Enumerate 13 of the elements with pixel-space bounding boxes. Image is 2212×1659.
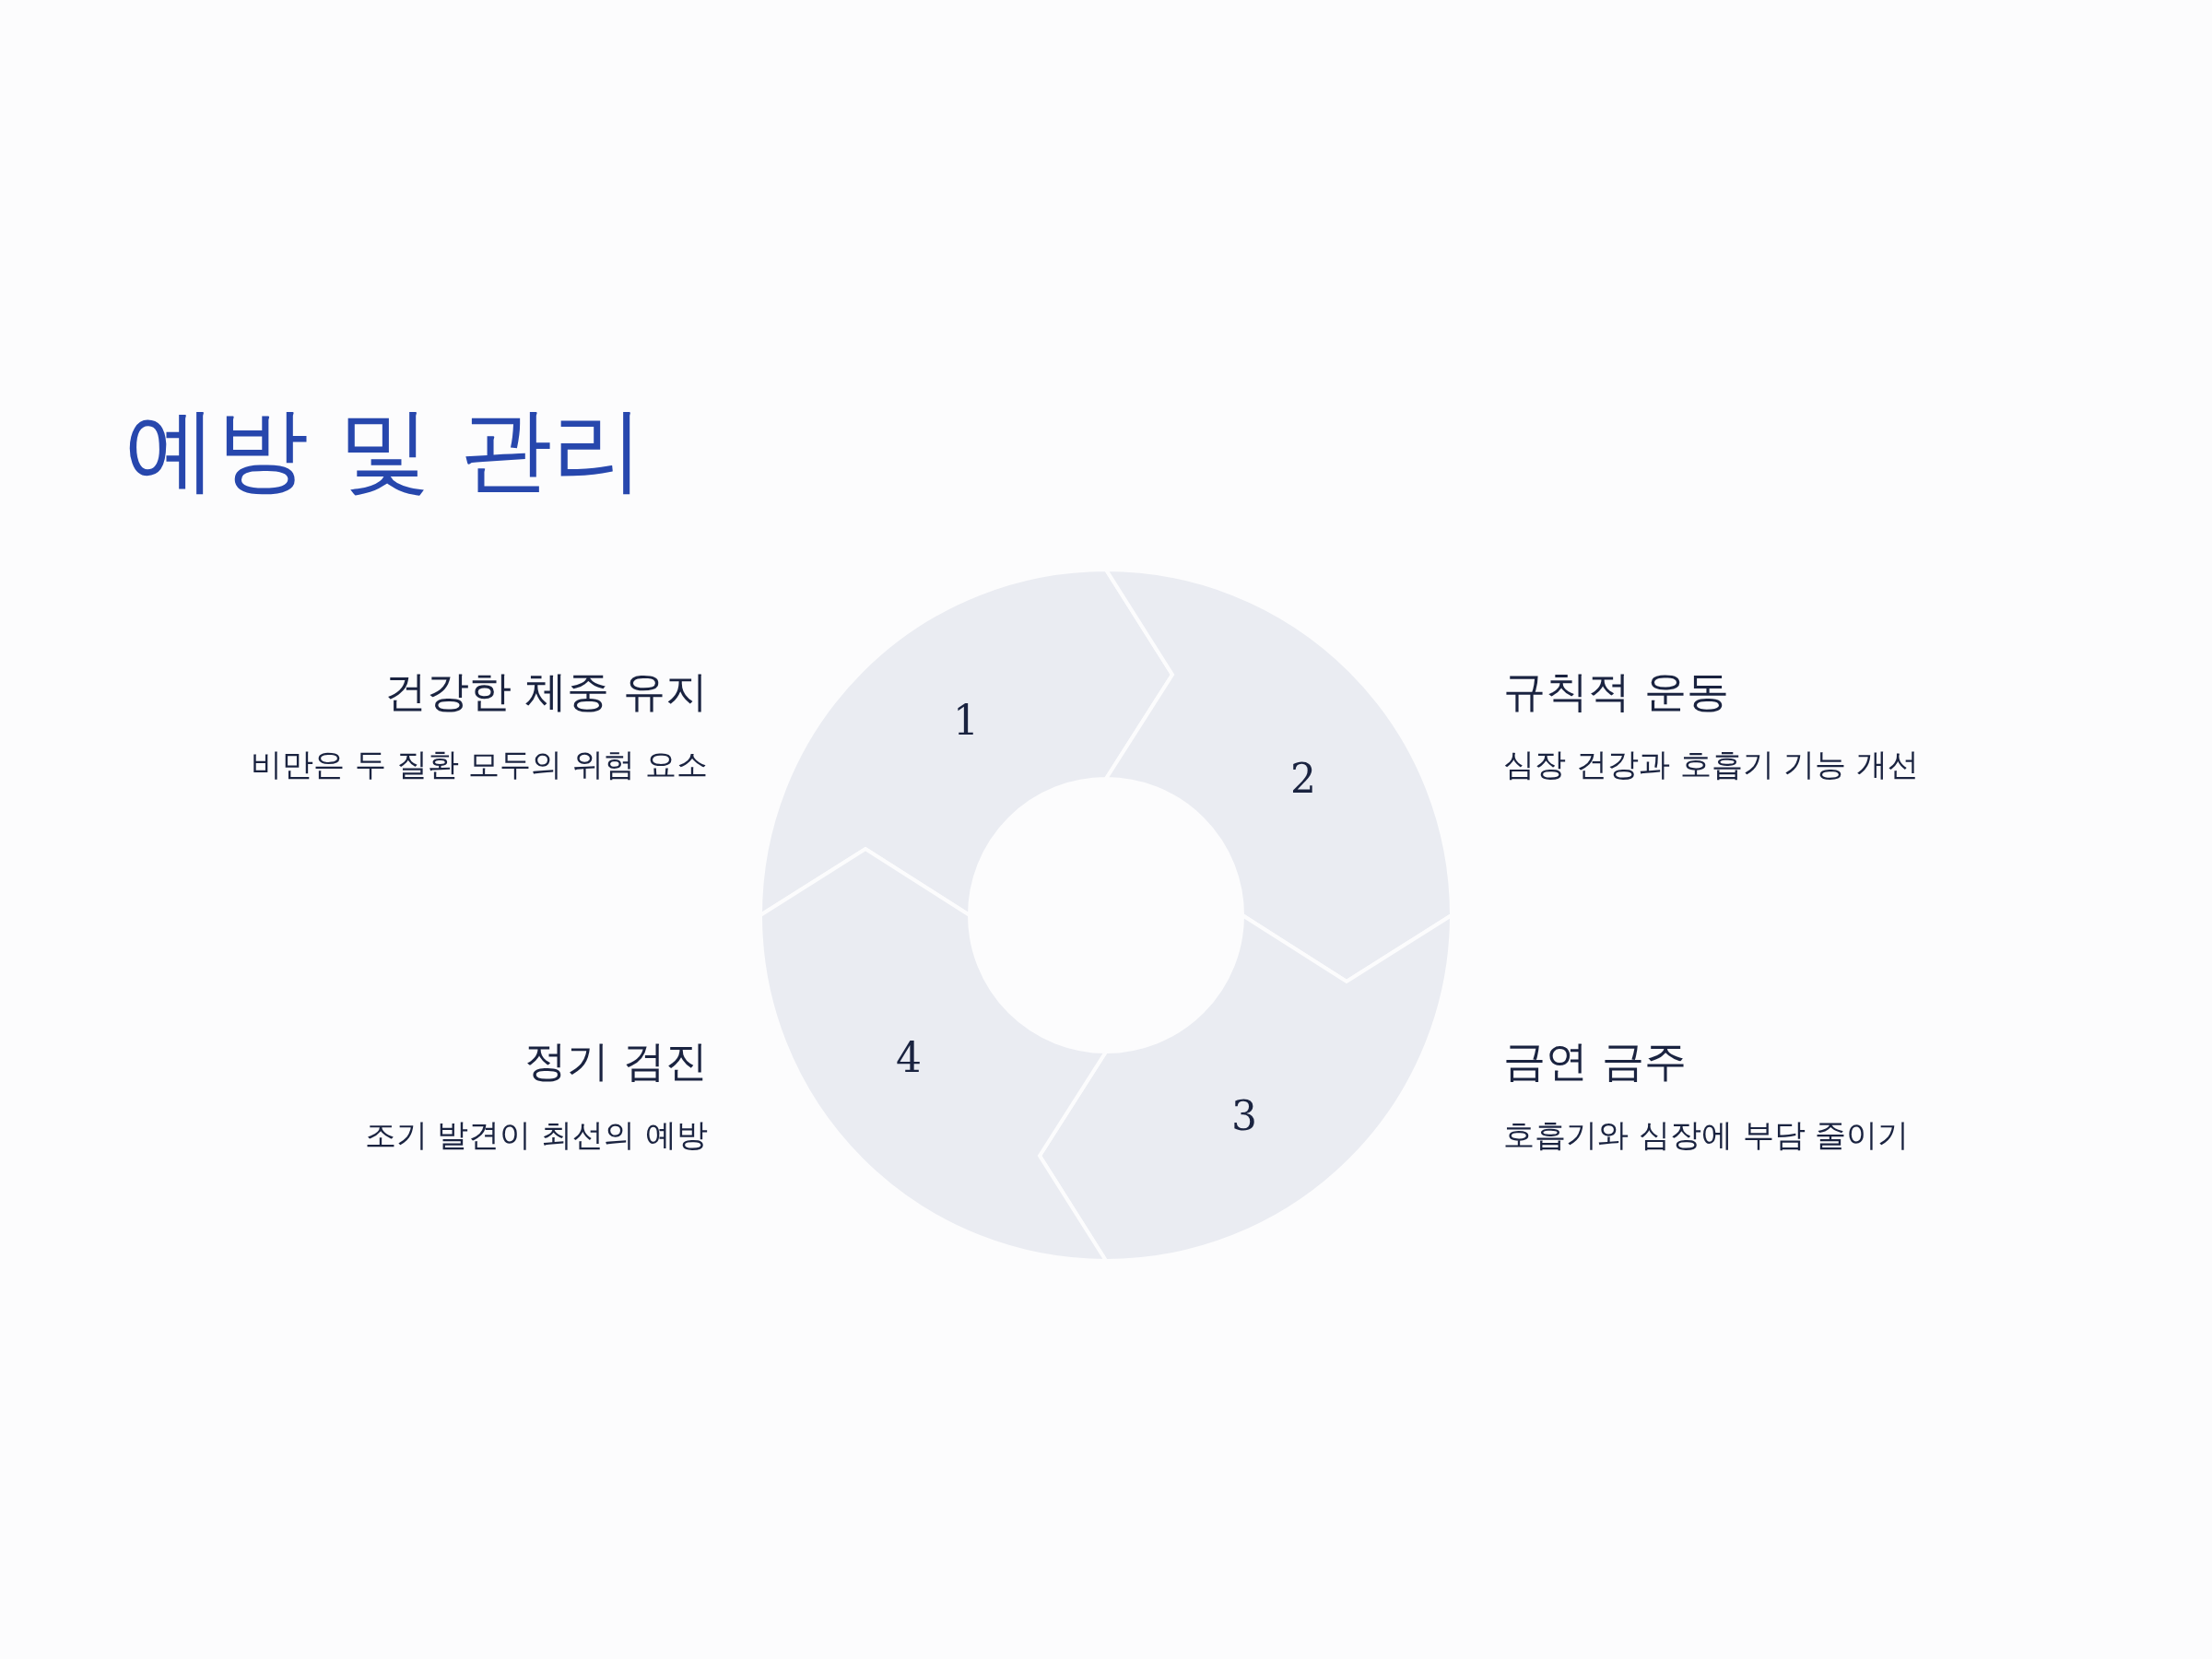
- description: 조기 발견이 최선의 예방: [364, 1116, 708, 1154]
- heading: 정기 검진: [524, 1036, 708, 1088]
- step-number: 4: [896, 1033, 922, 1083]
- title: 예방 및 관리: [124, 394, 644, 505]
- description: 심장 건강과 호흡기 기능 개선: [1503, 746, 1920, 783]
- step-number: 2: [1290, 754, 1316, 804]
- heading: 규칙적 운동: [1503, 666, 1729, 718]
- heading: 건강한 체중 유지: [383, 666, 708, 718]
- step-number: 1: [953, 696, 979, 746]
- step-number: 3: [1231, 1091, 1257, 1141]
- description: 호흡기와 심장에 부담 줄이기: [1503, 1116, 1910, 1154]
- heading: 금연 금주: [1503, 1036, 1687, 1088]
- description: 비만은 두 질환 모두의 위험 요소: [250, 746, 708, 783]
